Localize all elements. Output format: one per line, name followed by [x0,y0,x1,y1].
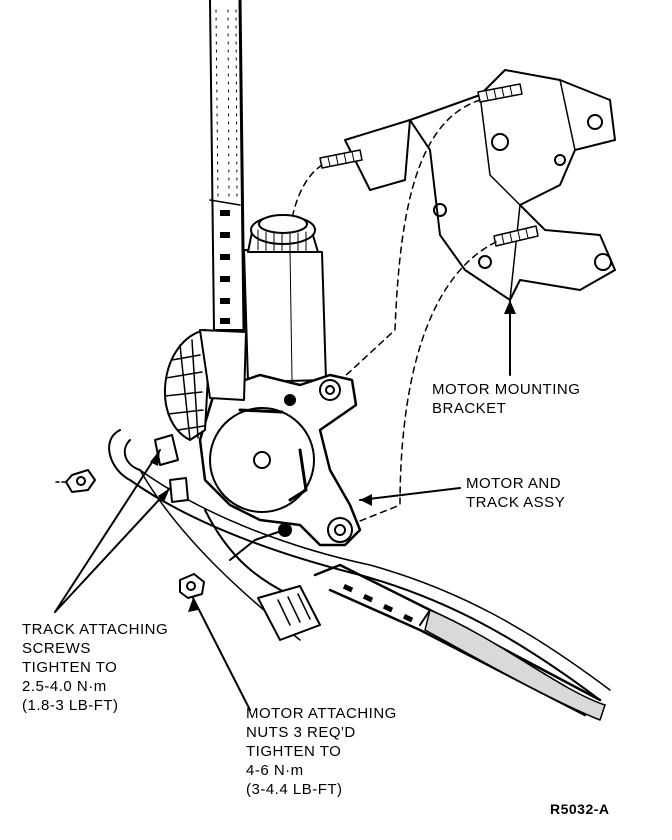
leader-nuts [192,597,251,711]
label-line: TRACK ASSY [466,494,566,511]
label-line: (1.8-3 LB-FT) [22,697,119,714]
wire-connector [204,509,321,641]
motor-mounting-bracket [344,69,616,301]
leader-nuts-2 [229,527,291,561]
motor-cap [247,214,319,253]
motor-assembly [198,214,362,547]
motor-mounting-bracket-label: MOTOR MOUNTING BRACKET [432,380,580,418]
leader-lines [54,299,511,711]
leader-screws-lower [54,487,171,613]
label-line: BRACKET [432,400,507,417]
lower-track [108,429,611,721]
arrowheads [150,300,516,612]
label-line: MOTOR ATTACHING [246,705,397,722]
track-slots [342,584,414,623]
label-line: (3-4.4 LB-FT) [246,781,343,798]
cable-drum [163,329,247,441]
label-line: 4-6 N·m [246,762,304,779]
leader-screws-upper [54,449,161,613]
motor-nut-lower [179,573,205,599]
rack-slots [220,210,230,324]
figure-code: R5032-A [550,801,610,817]
fasteners [55,434,205,599]
label-line: MOTOR MOUNTING [432,381,581,398]
motor-track-assy-label: MOTOR AND TRACK ASSY [466,474,565,512]
label-line: SCREWS [22,640,91,657]
channel-texture [215,9,238,201]
leader-motor-track [359,487,461,501]
track-screw-left [55,469,96,493]
label-line: TIGHTEN TO [22,659,118,676]
motor-attaching-nuts-label: MOTOR ATTACHING NUTS 3 REQ'D TIGHTEN TO … [246,704,397,799]
label-line: 2.5-4.0 N·m [22,678,107,695]
label-line: NUTS 3 REQ'D [246,724,356,741]
label-line: MOTOR AND [466,475,562,492]
track-attaching-screws-label: TRACK ATTACHING SCREWS TIGHTEN TO 2.5-4.… [22,620,168,715]
glass-channel [209,0,246,332]
label-line: TRACK ATTACHING [22,621,169,638]
track-screw-lower [169,477,189,503]
label-line: TIGHTEN TO [246,743,342,760]
